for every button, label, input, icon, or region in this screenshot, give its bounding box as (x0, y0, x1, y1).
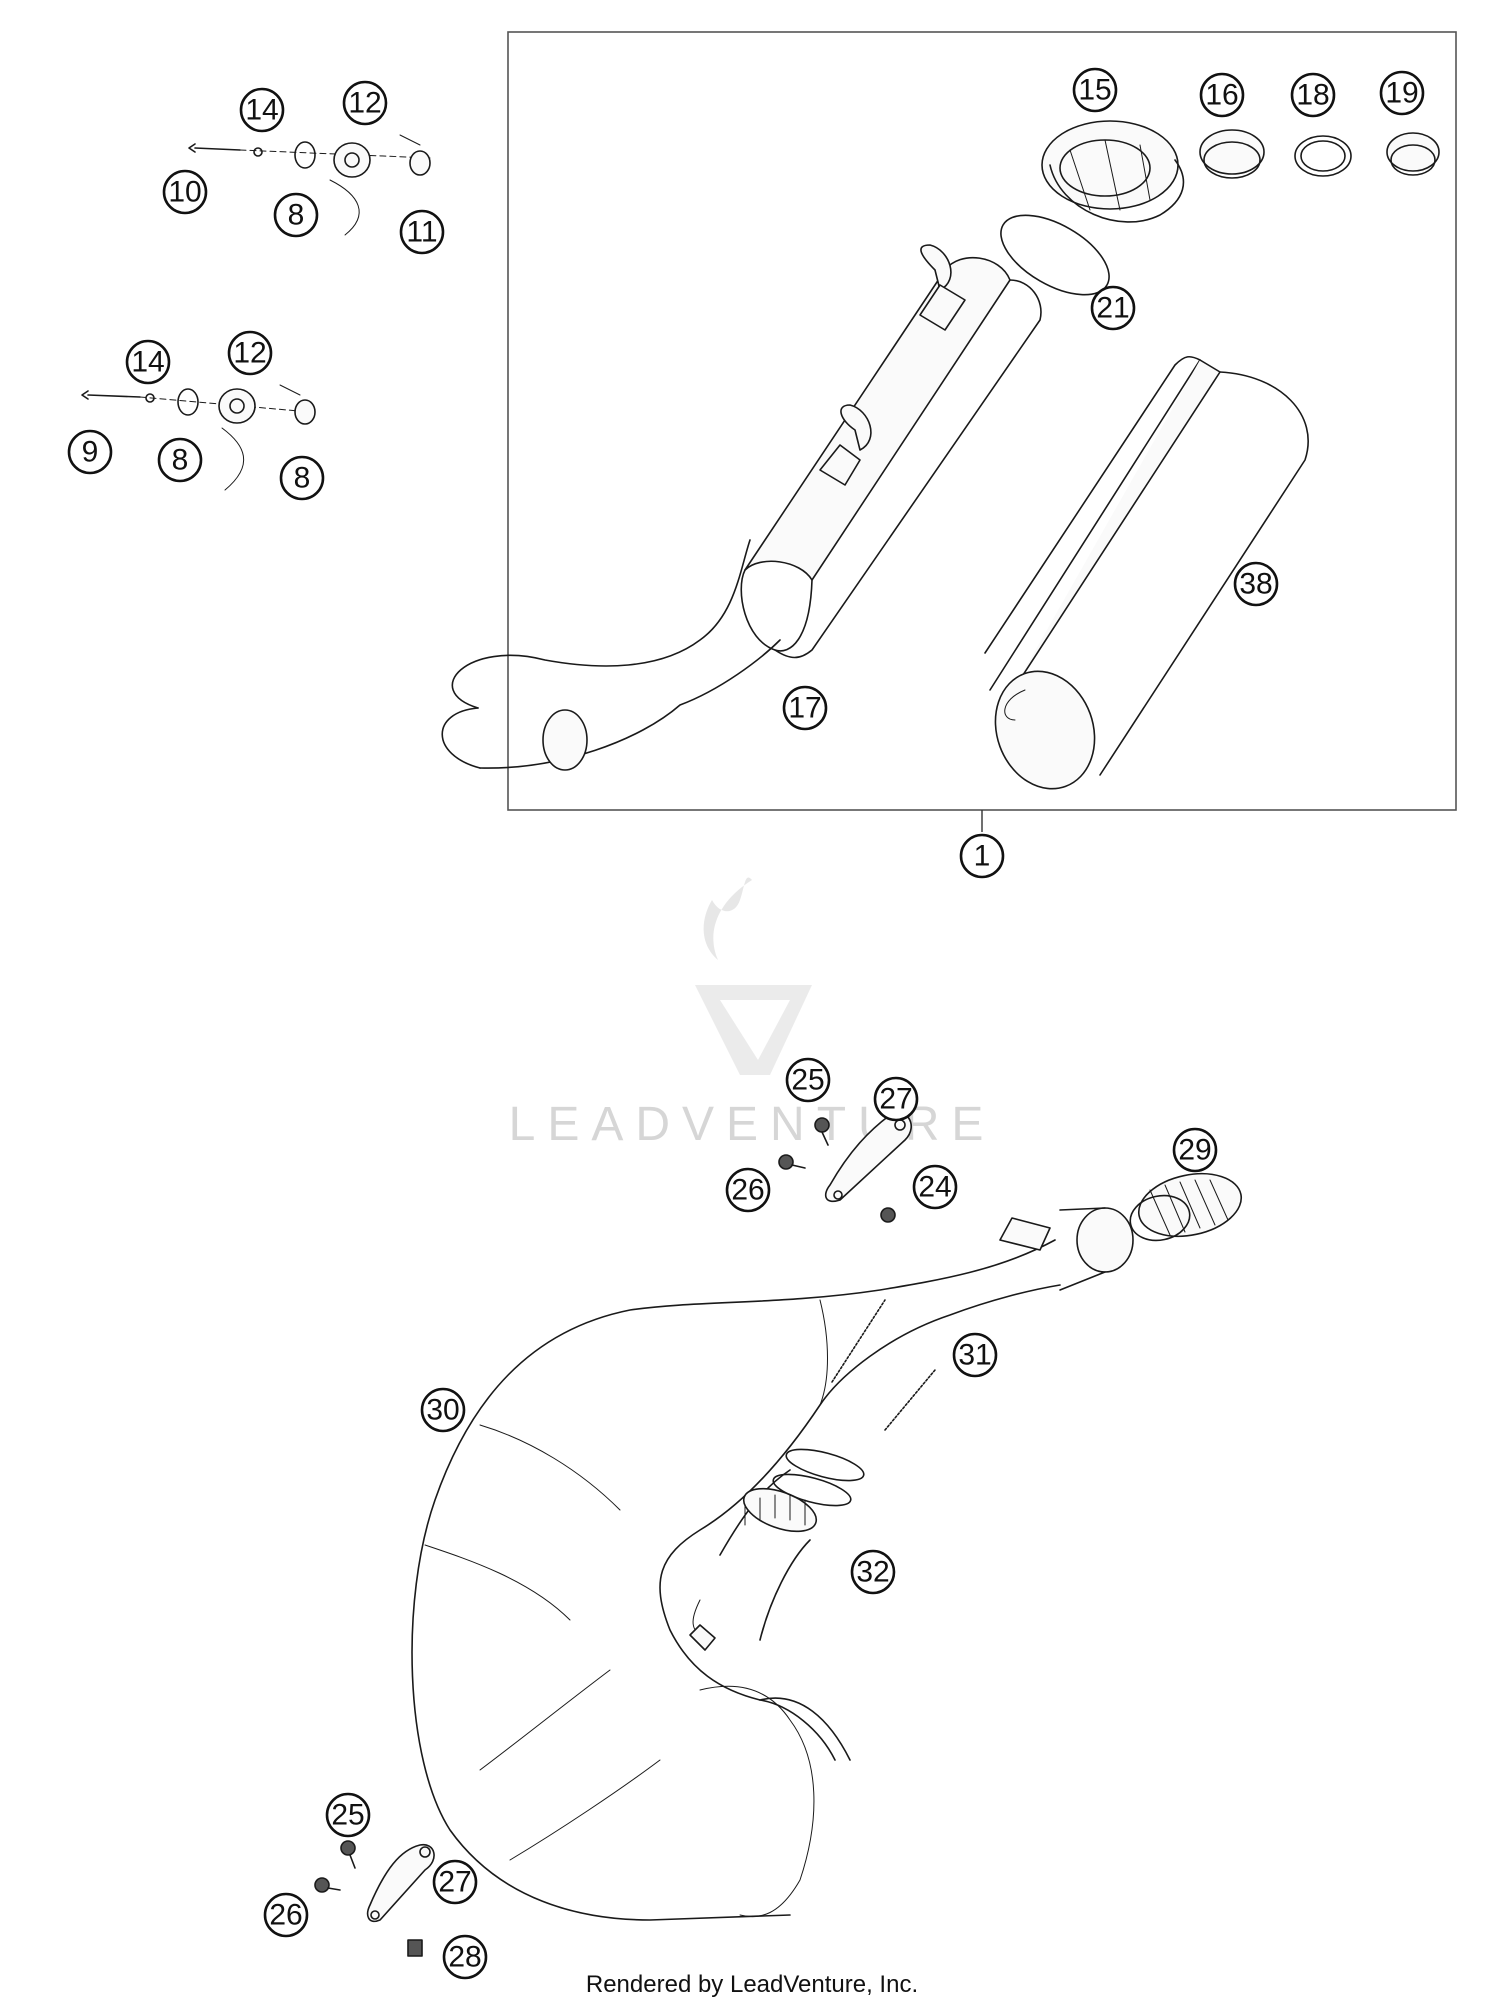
svg-text:24: 24 (918, 1171, 951, 1204)
callout-1: 1 (959, 833, 1005, 879)
callout-27-lower: 27 (432, 1859, 478, 1905)
watermark: LEADVENTURE (509, 877, 996, 1151)
callout-10: 10 (162, 169, 208, 215)
callout-26-upper: 26 (725, 1167, 771, 1213)
svg-text:30: 30 (426, 1394, 459, 1427)
svg-text:8: 8 (172, 444, 189, 477)
svg-text:21: 21 (1096, 292, 1129, 325)
svg-text:27: 27 (879, 1083, 912, 1116)
callout-14-lower: 14 (125, 339, 171, 385)
callout-8-upper: 8 (273, 192, 319, 238)
svg-text:8: 8 (288, 199, 305, 232)
svg-text:16: 16 (1205, 79, 1238, 112)
watermark-text: LEADVENTURE (509, 1098, 996, 1151)
svg-text:14: 14 (131, 346, 164, 379)
spring-right (884, 1369, 936, 1431)
callout-26-lower: 26 (263, 1892, 309, 1938)
ring-19 (1386, 132, 1440, 176)
watermark-logo (695, 877, 812, 1075)
svg-text:29: 29 (1178, 1134, 1211, 1167)
svg-text:25: 25 (331, 1799, 364, 1832)
lower-bracket-hardware (314, 1840, 435, 1957)
callout-28: 28 (442, 1934, 488, 1980)
svg-text:38: 38 (1239, 568, 1272, 601)
callout-29: 29 (1172, 1127, 1218, 1173)
callout-38: 38 (1233, 561, 1279, 607)
upper-mount-hardware (188, 134, 431, 236)
svg-text:12: 12 (348, 87, 381, 120)
svg-text:25: 25 (791, 1064, 824, 1097)
callout-11: 11 (399, 209, 445, 255)
rubber-sleeve (1129, 1172, 1243, 1242)
callout-24: 24 (912, 1164, 958, 1210)
svg-text:17: 17 (788, 692, 821, 725)
callout-9: 9 (67, 429, 113, 475)
svg-text:28: 28 (448, 1941, 481, 1974)
svg-text:15: 15 (1078, 74, 1111, 107)
svg-text:12: 12 (233, 337, 266, 370)
callout-27-upper: 27 (873, 1076, 919, 1122)
silencer-body (441, 244, 1042, 771)
svg-text:1: 1 (974, 840, 991, 873)
ring-16 (1199, 129, 1265, 179)
svg-text:14: 14 (245, 94, 278, 127)
svg-text:18: 18 (1296, 79, 1329, 112)
lower-mount-hardware (81, 384, 316, 491)
exhaust-pipe (411, 1207, 1134, 1921)
svg-text:19: 19 (1385, 77, 1418, 110)
callout-12-upper: 12 (342, 80, 388, 126)
callout-8-lower-right: 8 (279, 455, 325, 501)
svg-text:32: 32 (856, 1556, 889, 1589)
callout-18: 18 (1290, 72, 1336, 118)
svg-text:10: 10 (168, 176, 201, 209)
gasket-32 (772, 1448, 865, 1507)
callout-8-lower-left: 8 (157, 437, 203, 483)
ring-18 (1294, 135, 1352, 177)
callout-21: 21 (1090, 285, 1136, 331)
callout-12-lower: 12 (227, 330, 273, 376)
callout-14-upper: 14 (239, 87, 285, 133)
svg-text:26: 26 (269, 1899, 302, 1932)
heat-shield (984, 355, 1309, 790)
callout-25-lower: 25 (325, 1792, 371, 1838)
callout-32: 32 (850, 1549, 896, 1595)
o-ring-21 (1000, 214, 1110, 296)
svg-text:26: 26 (731, 1174, 764, 1207)
spring-left (831, 1299, 886, 1383)
callout-25-upper: 25 (785, 1057, 831, 1103)
svg-text:11: 11 (406, 216, 437, 249)
svg-text:27: 27 (438, 1866, 471, 1899)
svg-text:9: 9 (82, 436, 99, 469)
callout-16: 16 (1199, 72, 1245, 118)
callout-31: 31 (952, 1332, 998, 1378)
footer-credit: Rendered by LeadVenture, Inc. (586, 1971, 918, 1998)
svg-text:8: 8 (294, 462, 311, 495)
end-cap (1041, 120, 1185, 223)
muffler-assembly-frame (507, 31, 1457, 811)
callout-30: 30 (420, 1387, 466, 1433)
callout-19: 19 (1379, 70, 1425, 116)
callout-15: 15 (1072, 67, 1118, 113)
callout-17: 17 (782, 685, 828, 731)
svg-text:31: 31 (958, 1339, 991, 1372)
